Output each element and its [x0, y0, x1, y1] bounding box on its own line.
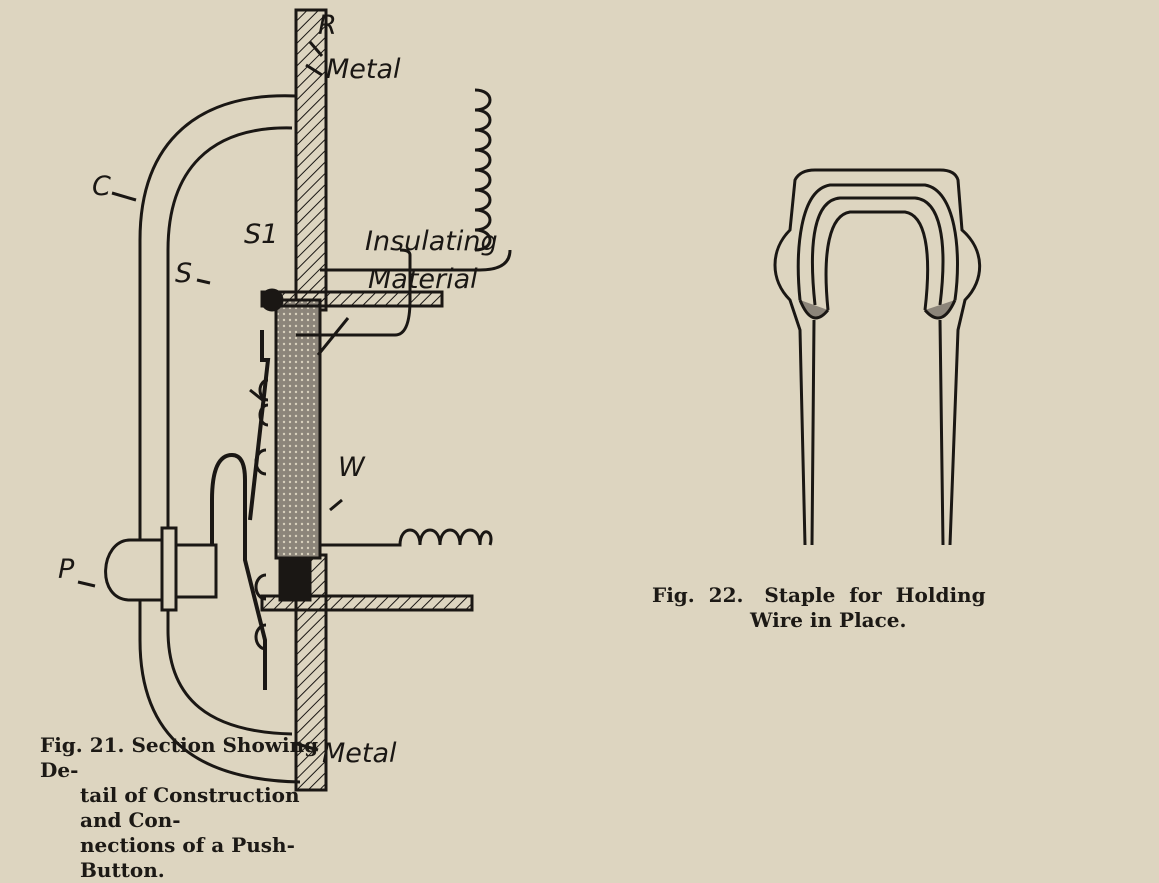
label-metal-top: Metal	[326, 54, 401, 85]
label-insulating: Insulating	[365, 226, 498, 257]
figure21-caption: Fig. 21. Section Showing De- tail of Con…	[40, 733, 340, 883]
staple-drawing	[773, 168, 982, 546]
caption22-line1: Fig. 22. Staple for Holding	[652, 583, 986, 607]
spring-s	[210, 452, 267, 690]
label-s1: S1	[244, 219, 278, 250]
label-s: S	[175, 258, 192, 289]
insulating-strip	[274, 298, 322, 560]
spring-s1	[248, 330, 271, 521]
coil-top	[474, 88, 492, 252]
label-metal-bottom: Metal	[322, 738, 397, 769]
coil-bottom	[320, 528, 493, 547]
push-button	[104, 538, 167, 602]
caption21-line3: nections of a Push-Button.	[80, 833, 295, 882]
metal-plate-top	[294, 8, 328, 312]
figure22-caption: Fig. 22. Staple for Holding Wire in Plac…	[652, 583, 1142, 633]
caption21-line2: tail of Construction and Con-	[80, 783, 300, 832]
label-w: W	[338, 452, 366, 483]
label-p: P	[58, 554, 75, 585]
caption21-line1: Fig. 21. Section Showing De-	[40, 733, 319, 782]
label-c: C	[92, 171, 111, 202]
cover-inner	[166, 126, 293, 736]
label-material: Material	[368, 264, 478, 295]
diagram-canvas: R Metal C S1 S Insulating Material P W M…	[58, 8, 982, 792]
figure21-labels: R Metal C S1 S Insulating Material P W M…	[58, 10, 498, 769]
push-button-section	[77, 8, 512, 792]
cover-outer	[138, 94, 301, 784]
caption22-line2: Wire in Place.	[750, 608, 907, 632]
label-r: R	[318, 10, 337, 41]
wire-top	[296, 248, 412, 337]
